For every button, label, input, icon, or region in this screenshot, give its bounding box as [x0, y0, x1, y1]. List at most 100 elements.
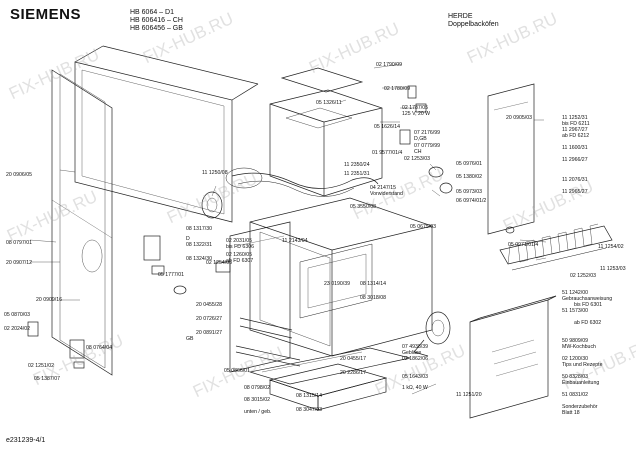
part-label: 11 2965/27	[562, 189, 588, 195]
part-label: 05 1777/01	[158, 272, 184, 278]
part-label: 11 2350/24	[344, 162, 370, 168]
part-label: 08 3015/02	[244, 397, 270, 403]
right-rear-panel	[469, 295, 557, 419]
part-label: 02 1252/03	[570, 273, 596, 279]
part-label: 11 1252/31	[562, 115, 588, 121]
right-tall-panel	[487, 83, 535, 235]
part-label: bis FD 6306	[226, 244, 254, 250]
part-label: unten / geb.	[244, 409, 272, 415]
part-label: ab FD 6302	[574, 320, 602, 326]
part-label: 05 1326/11	[316, 100, 342, 106]
part-label: 20 0907/12	[6, 260, 32, 266]
part-label: 05 0866/01	[224, 368, 250, 374]
part-label: 02 1254/05	[206, 260, 232, 266]
part-label: 125 V, 20 W	[402, 111, 431, 117]
oven-rack	[499, 223, 613, 271]
part-label: Sonderzubehör	[562, 404, 598, 410]
part-label: 07 4938/39	[402, 344, 428, 350]
part-label: 11 2966/27	[562, 157, 588, 163]
part-label: 02 1862/06	[402, 356, 428, 362]
part-label: 01 9577/01/4	[372, 150, 403, 156]
model-number-3: HB 606456 – GB	[130, 25, 183, 32]
part-label: GB	[186, 336, 194, 342]
part-label: ab FD 6307	[226, 258, 254, 264]
footer-code: e231239-4/1	[6, 437, 46, 444]
part-label: 08 0797/01	[6, 240, 32, 246]
part-label: 05 0971/01/4	[508, 242, 539, 248]
fan-cover	[201, 167, 263, 219]
part-label: 07 0779/99	[414, 143, 440, 149]
product-name: Doppelbacköfen	[448, 21, 499, 28]
part-label: 20 0726/27	[196, 316, 222, 322]
part-label: 05 0973/03	[456, 189, 482, 195]
part-label: 1 kΩ, 40 W	[402, 385, 428, 391]
part-label: 06 0974/01/2	[456, 198, 487, 204]
part-label: 02 1253/03	[404, 156, 430, 162]
model-number-2: HB 606416 – CH	[130, 17, 183, 24]
part-label: 11 1250/08	[202, 170, 228, 176]
part-label: 02 1260/05	[226, 252, 252, 258]
part-label: 05 0976/01	[456, 161, 482, 167]
lower-control-box	[268, 363, 388, 411]
part-label: 05 0675/03	[410, 224, 436, 230]
part-label: 02 1790/09	[376, 62, 402, 68]
part-label: 11 2351/31	[344, 171, 370, 177]
part-label: 11 1251/20	[456, 392, 482, 398]
part-label: 04 2147/15	[370, 185, 396, 191]
part-label: 05 1626/14	[374, 124, 400, 130]
part-label: 20 0905/03	[506, 115, 532, 121]
part-label: 02 1200/30	[562, 356, 588, 362]
part-label: 05 3550/08	[350, 204, 376, 210]
part-label: D,GB	[414, 136, 427, 142]
part-label: 02 1251/02	[28, 363, 54, 369]
part-label: 02 1780/09	[384, 86, 410, 92]
part-label: Gebrauchsanweisung	[562, 296, 613, 302]
part-label: 02 2024/02	[4, 326, 30, 332]
part-label: 20 0906/05	[6, 172, 32, 178]
part-label: CH	[414, 149, 422, 155]
part-label: 11 1253/03	[600, 266, 626, 272]
part-label: 11 1600/31	[562, 145, 588, 151]
upper-oven-muffle	[269, 67, 383, 197]
part-label: 08 1314/14	[360, 281, 386, 287]
part-label: Blatt 18	[562, 410, 580, 416]
part-label: 08 1324/30	[186, 256, 212, 262]
side-rods	[235, 317, 301, 367]
part-label: bis FD 6301	[574, 302, 602, 308]
part-label: 20 0455/28	[196, 302, 222, 308]
part-label: 20 2286/17	[340, 370, 366, 376]
part-label: 51 1573/00	[562, 308, 588, 314]
part-label: 02 2031/05	[226, 238, 252, 244]
part-label: 08 0764/04	[86, 345, 112, 351]
fan-motor	[413, 311, 451, 357]
part-label: 02 1787/05	[402, 105, 428, 111]
rear-panel	[74, 45, 259, 223]
part-label: 11 2967/27	[562, 127, 588, 133]
part-label: 05 0870/03	[4, 312, 30, 318]
grill-element	[231, 172, 379, 197]
part-label: 05 1387/07	[34, 376, 60, 382]
small-components	[27, 85, 453, 369]
part-label: Gebläse	[402, 350, 422, 356]
part-label: 20 0909/16	[36, 297, 62, 303]
leader-lines	[29, 63, 547, 395]
part-label: 05 1643/03	[402, 374, 428, 380]
part-label: D	[186, 236, 190, 242]
part-label: Vorwiderstand	[370, 191, 403, 197]
part-label: 20 0891/27	[196, 330, 222, 336]
part-label: 08 0798/02	[244, 385, 270, 391]
part-label: 23 0190/39	[324, 281, 350, 287]
model-number-1: HB 6064 – D1	[130, 9, 174, 16]
part-label: Tips und Rezepte	[562, 362, 603, 368]
part-label: 08 3047/03	[296, 407, 322, 413]
part-label: 51 1242/00	[562, 290, 588, 296]
part-label: 50 9809/09	[562, 338, 588, 344]
part-label: 11 2076/31	[562, 177, 588, 183]
main-oven-housing	[249, 197, 433, 357]
part-label: 50 8328/03	[562, 374, 588, 380]
part-label: 07 2176/99	[414, 130, 440, 136]
part-label: MW-Kochbuch	[562, 344, 596, 350]
part-label: 05 1380/02	[456, 174, 482, 180]
